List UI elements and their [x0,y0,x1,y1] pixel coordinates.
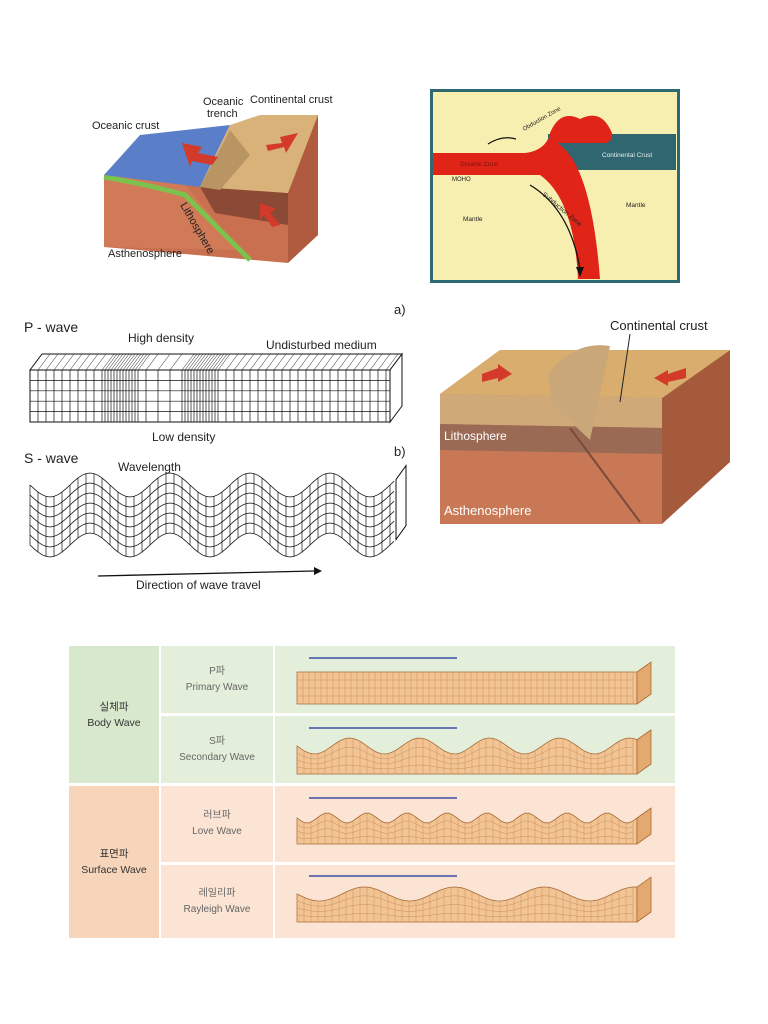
label-continental-crust: Continental crust [610,318,708,333]
lithosphere-slab [104,175,240,250]
rayleigh-wave-korean: 레일리파 [198,887,236,899]
plate-motion-arrow-right [266,133,298,153]
continent-collision-illustration: Continental crust Lithosphere Asthenosph… [440,318,730,524]
love-wave-english: Love Wave [192,826,242,837]
label-continental-crust: Continental crust [250,94,333,106]
label-undisturbed-medium: Undisturbed medium [266,338,377,352]
s-wave-block [29,463,407,558]
label-continental-crust: Continental Crust [602,152,652,159]
p-wave-title: P - wave [24,319,78,335]
plate-arrow-right [654,368,686,386]
continent-collision-diagram: Continental crust Lithosphere Asthenosph… [440,312,730,524]
rayleigh-wave-english: Rayleigh Wave [183,903,251,915]
label-asthenosphere: Asthenosphere [444,503,531,518]
label-trench-2: trench [207,108,238,120]
love-wave-korean: 러브파 [203,810,231,821]
ocean-continent-illustration: Oceanic crust Oceanic trench Continental… [92,94,333,263]
ocean-top [104,125,230,187]
crust-layer [440,394,662,428]
body-wave-english: Body Wave [87,716,141,729]
body-wave-category: 실체파 Body Wave [69,646,159,783]
ocean-continent-diagram: Oceanic crust Oceanic trench Continental… [90,85,340,270]
label-oceanic-crust: Oceanic crust [92,120,159,132]
surface-wave-category: 표면파 Surface Wave [69,786,159,938]
label-high-density: High density [128,331,194,345]
body-wave-korean: 실체파 [99,700,129,713]
p-s-wave-illustration: a) P - wave High density Undisturbed med… [24,302,407,592]
s-wave-title: S - wave [24,450,79,466]
row-rayleigh-label: 레일리파 Rayleigh Wave [161,865,273,938]
label-direction: Direction of wave travel [136,578,261,592]
label-mantle-left: Mantle [463,216,483,223]
label-b: b) [394,444,406,459]
label-a: a) [394,302,406,317]
label-low-density: Low density [152,430,215,444]
wave-table-illustrations [296,657,652,923]
accretion-wedge [200,130,250,190]
row-love-label: 러브파 Love Wave [161,786,273,862]
label-lithosphere: Lithosphere [444,429,507,443]
block-right-face [662,350,730,524]
label-mantle-right: Mantle [626,202,646,209]
s-wave-english: Secondary Wave [179,751,255,763]
oceanic-crust-slab [103,174,252,262]
s-wave-korean: S파 [209,735,225,747]
slab-arrow [260,203,280,227]
label-trench-1: Oceanic [203,96,244,108]
p-wave-english: Primary Wave [185,681,249,693]
oceanic-plate-shape [433,139,600,279]
subduction-diagram: Obduction Zone Continental Crust Oceanic… [430,89,680,283]
surface-wave-korean: 표면파 [99,848,129,860]
subduction-arrow [529,184,581,270]
p-s-wave-diagram: a) P - wave High density Undisturbed med… [8,295,420,605]
table-wave-blocks [296,657,652,923]
surface-wave-english: Surface Wave [81,864,147,876]
mountain-belt [548,345,610,440]
label-wavelength: Wavelength [118,460,181,474]
plate-motion-arrow-left [182,143,218,167]
row-p-label: P파 Primary Wave [161,646,273,713]
label-asthenosphere: Asthenosphere [108,248,182,260]
row-s-label: S파 Secondary Wave [161,716,273,783]
seismic-wave-table: 실체파 Body Wave 표면파 Surface Wave P파 Primar… [69,646,675,938]
direction-arrow [97,570,315,577]
p-wave-block [29,352,403,424]
plate-arrow-left [482,364,512,382]
label-oceanic-crust: Oceanic Crust [460,162,498,168]
label-moho: MOHO [452,177,471,183]
subduction-illustration: Obduction Zone Continental Crust Oceanic… [430,89,680,283]
obducted-material [550,115,613,143]
lithosphere-layer [440,424,662,454]
obduction-arrow [487,137,517,145]
p-wave-korean: P파 [209,665,225,677]
